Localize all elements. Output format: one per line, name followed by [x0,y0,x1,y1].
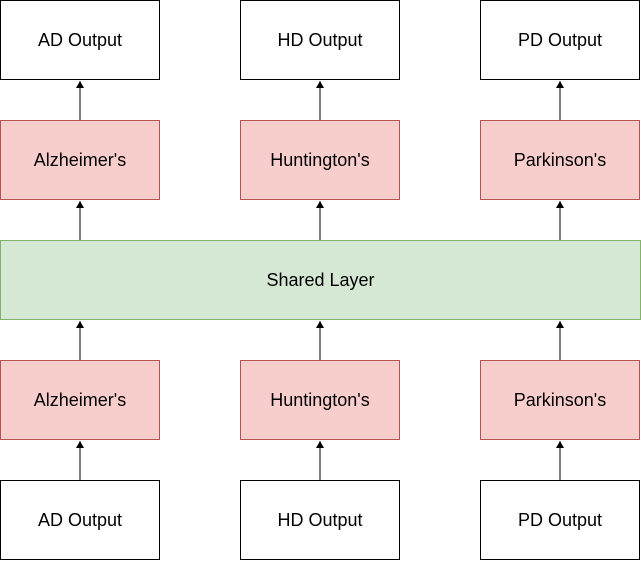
bottom-parkinsons-box: Parkinson's [480,360,640,440]
arrow-bottom-huntingtons-to-shared [316,321,324,360]
bottom-parkinsons-label: Parkinson's [513,389,607,410]
shared-layer-box: Shared Layer [0,240,641,320]
top-pd-output-box: PD Output [480,0,640,80]
top-hd-output-box: HD Output [240,0,400,80]
arrow-shared-to-top-huntingtons [316,201,324,240]
arrow-bottom-hd-to-huntingtons [316,441,324,480]
top-pd-output-label: PD Output [517,29,603,50]
bottom-huntingtons-label: Huntington's [270,389,370,410]
top-parkinsons-box: Parkinson's [480,120,640,200]
arrow-bottom-parkinsons-to-shared [556,321,564,360]
arrow-top-parkinsons-to-pd-output [556,81,564,120]
top-ad-output-box: AD Output [0,0,160,80]
arrow-top-alzheimers-to-ad-output [76,81,84,120]
bottom-pd-output-label: PD Output [517,509,603,530]
arrow-bottom-pd-to-parkinsons [556,441,564,480]
bottom-ad-output-label: AD Output [37,509,123,530]
arrow-bottom-ad-to-alzheimers [76,441,84,480]
top-ad-output-label: AD Output [37,29,123,50]
bottom-pd-output-box: PD Output [480,480,640,560]
arrow-shared-to-top-alzheimers [76,201,84,240]
bottom-hd-output-box: HD Output [240,480,400,560]
bottom-alzheimers-box: Alzheimer's [0,360,160,440]
top-alzheimers-label: Alzheimer's [33,149,127,170]
top-parkinsons-label: Parkinson's [513,149,607,170]
bottom-huntingtons-box: Huntington's [240,360,400,440]
bottom-alzheimers-label: Alzheimer's [33,389,127,410]
bottom-ad-output-box: AD Output [0,480,160,560]
arrow-top-huntingtons-to-hd-output [316,81,324,120]
top-huntingtons-box: Huntington's [240,120,400,200]
bottom-hd-output-label: HD Output [277,509,363,530]
shared-layer-label: Shared Layer [266,269,375,290]
arrow-shared-to-top-parkinsons [556,201,564,240]
arrow-bottom-alzheimers-to-shared [76,321,84,360]
top-hd-output-label: HD Output [277,29,363,50]
top-alzheimers-box: Alzheimer's [0,120,160,200]
top-huntingtons-label: Huntington's [270,149,370,170]
